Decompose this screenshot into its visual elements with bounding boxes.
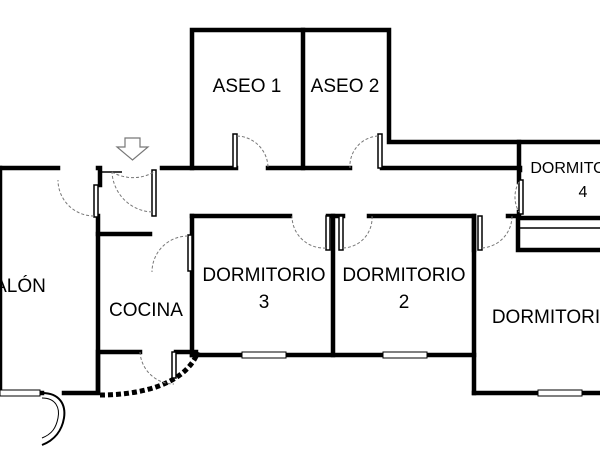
doors	[57, 133, 524, 385]
terrace-curve-wall	[99, 350, 201, 398]
salon-bay-inner	[41, 397, 59, 439]
door-cocina-leaf	[187, 234, 193, 272]
door-aseo2-swing	[349, 135, 379, 169]
door-entrance-swing	[111, 171, 153, 213]
room-label-aseo1: ASEO 1	[213, 76, 282, 97]
room-labels: ASEO 1 ASEO 2 DORMITO 4 ALÓN COCINA DORM…	[0, 76, 600, 328]
room-label-dormitorio3-line2: 3	[259, 292, 270, 313]
room-label-dormitorio-right: DORMITORI	[492, 307, 600, 328]
window-dorm2	[382, 351, 428, 359]
window-dorm-right	[537, 389, 583, 397]
door-terrace-swing	[139, 351, 175, 385]
door-salon-swing	[57, 179, 95, 217]
wall-corridor-top	[159, 165, 523, 173]
room-label-aseo2: ASEO 2	[311, 76, 380, 97]
door-aseo2-leaf	[377, 133, 383, 169]
door-aseo1-leaf	[232, 133, 238, 169]
wall-aseo-outline	[189, 27, 600, 171]
door-dorm-right-swing	[481, 215, 513, 249]
door-salon-leaf	[93, 184, 99, 218]
door-dorm4-swing	[514, 181, 520, 213]
door-dorm2-leaf	[338, 215, 344, 251]
door-entrance-swing-2	[111, 171, 155, 179]
door-dorm3-leaf	[325, 215, 331, 251]
door-aseo1-swing	[236, 135, 269, 169]
room-label-salon: ALÓN	[0, 275, 46, 297]
wall-cocina	[95, 231, 199, 393]
door-entrance-leaf	[151, 169, 157, 217]
room-label-dormitorio4-line1: DORMITO	[530, 160, 600, 177]
salon-bay	[41, 392, 66, 446]
room-label-dormitorio2-line1: DORMITORIO	[342, 265, 465, 286]
wall-dormitorio4	[516, 139, 600, 221]
entrance-arrow-icon	[115, 137, 150, 161]
room-label-dormitorio4-line2: 4	[579, 184, 588, 201]
door-terrace-leaf	[171, 351, 177, 379]
room-label-dormitorio3-line1: DORMITORIO	[202, 265, 325, 286]
door-dorm2-swing	[342, 215, 373, 249]
room-label-dormitorio2-line2: 2	[399, 292, 410, 313]
walls	[0, 27, 600, 396]
window-dorm3	[241, 351, 287, 359]
room-label-cocina: COCINA	[109, 300, 183, 321]
door-cocina-swing	[151, 235, 189, 273]
windows	[0, 351, 583, 397]
door-dorm4-leaf	[518, 179, 524, 215]
door-dorm3-swing	[291, 215, 327, 249]
door-dorm-right-leaf	[477, 215, 483, 251]
wall-salon-top	[0, 165, 103, 188]
window-salon	[0, 389, 41, 397]
